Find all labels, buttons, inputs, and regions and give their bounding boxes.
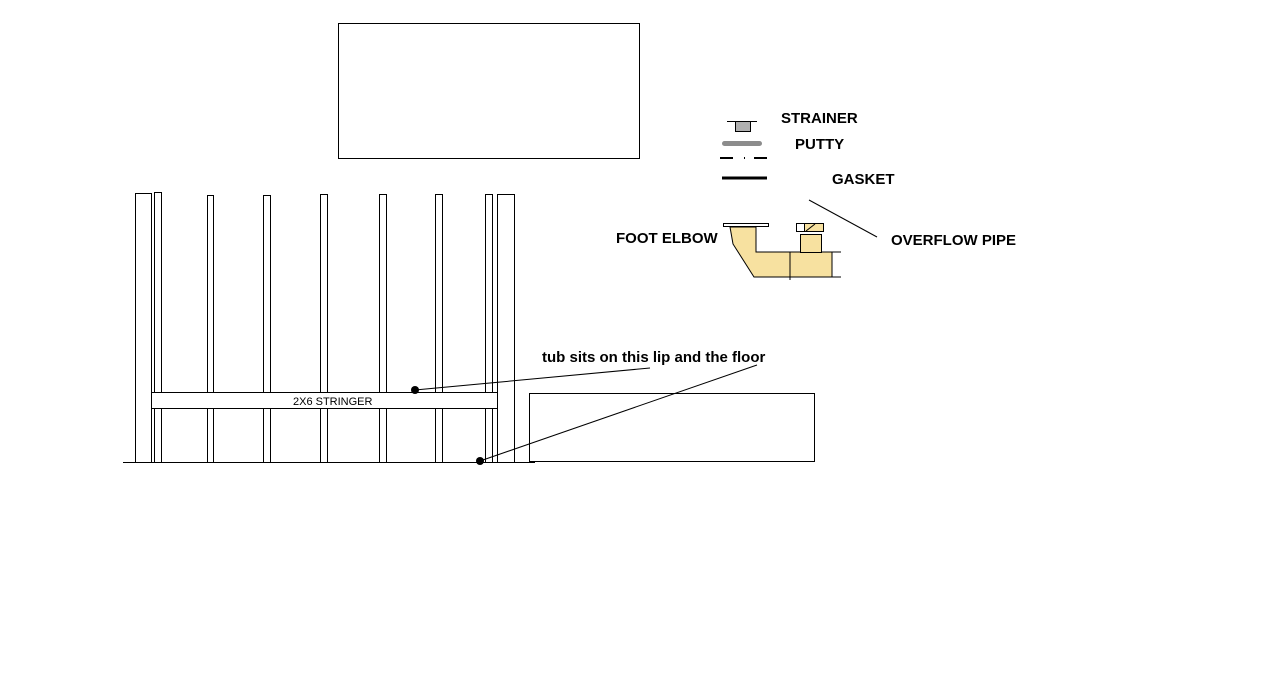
putty-icon [722, 141, 762, 146]
left-post [135, 193, 152, 463]
point-lip [411, 386, 419, 394]
point-floor [476, 457, 484, 465]
leader-floor [479, 364, 758, 462]
stud [154, 192, 162, 463]
tub-note-label: tub sits on this lip and the floor [542, 349, 765, 366]
leader-lip [414, 367, 651, 391]
foot-elbow-fitting [723, 223, 841, 280]
stud [263, 195, 271, 463]
strainer-icon [727, 121, 757, 132]
stud [207, 195, 214, 463]
studs [154, 192, 493, 463]
tub-side-box [529, 393, 815, 462]
stud [379, 194, 387, 463]
stud [485, 194, 493, 463]
leader-overflow [808, 199, 878, 238]
strainer-label: STRAINER [781, 110, 858, 127]
stud [435, 194, 443, 463]
right-post [497, 194, 515, 463]
stringer-label: 2X6 STRINGER [293, 396, 373, 408]
overflow-pipe-label: OVERFLOW PIPE [891, 232, 1016, 249]
putty-label: PUTTY [795, 136, 844, 153]
gasket-label: GASKET [832, 171, 895, 188]
stringer [151, 392, 498, 409]
stud [320, 194, 328, 463]
foot-elbow-label: FOOT ELBOW [616, 230, 718, 247]
tub-top-view-box [338, 23, 640, 159]
